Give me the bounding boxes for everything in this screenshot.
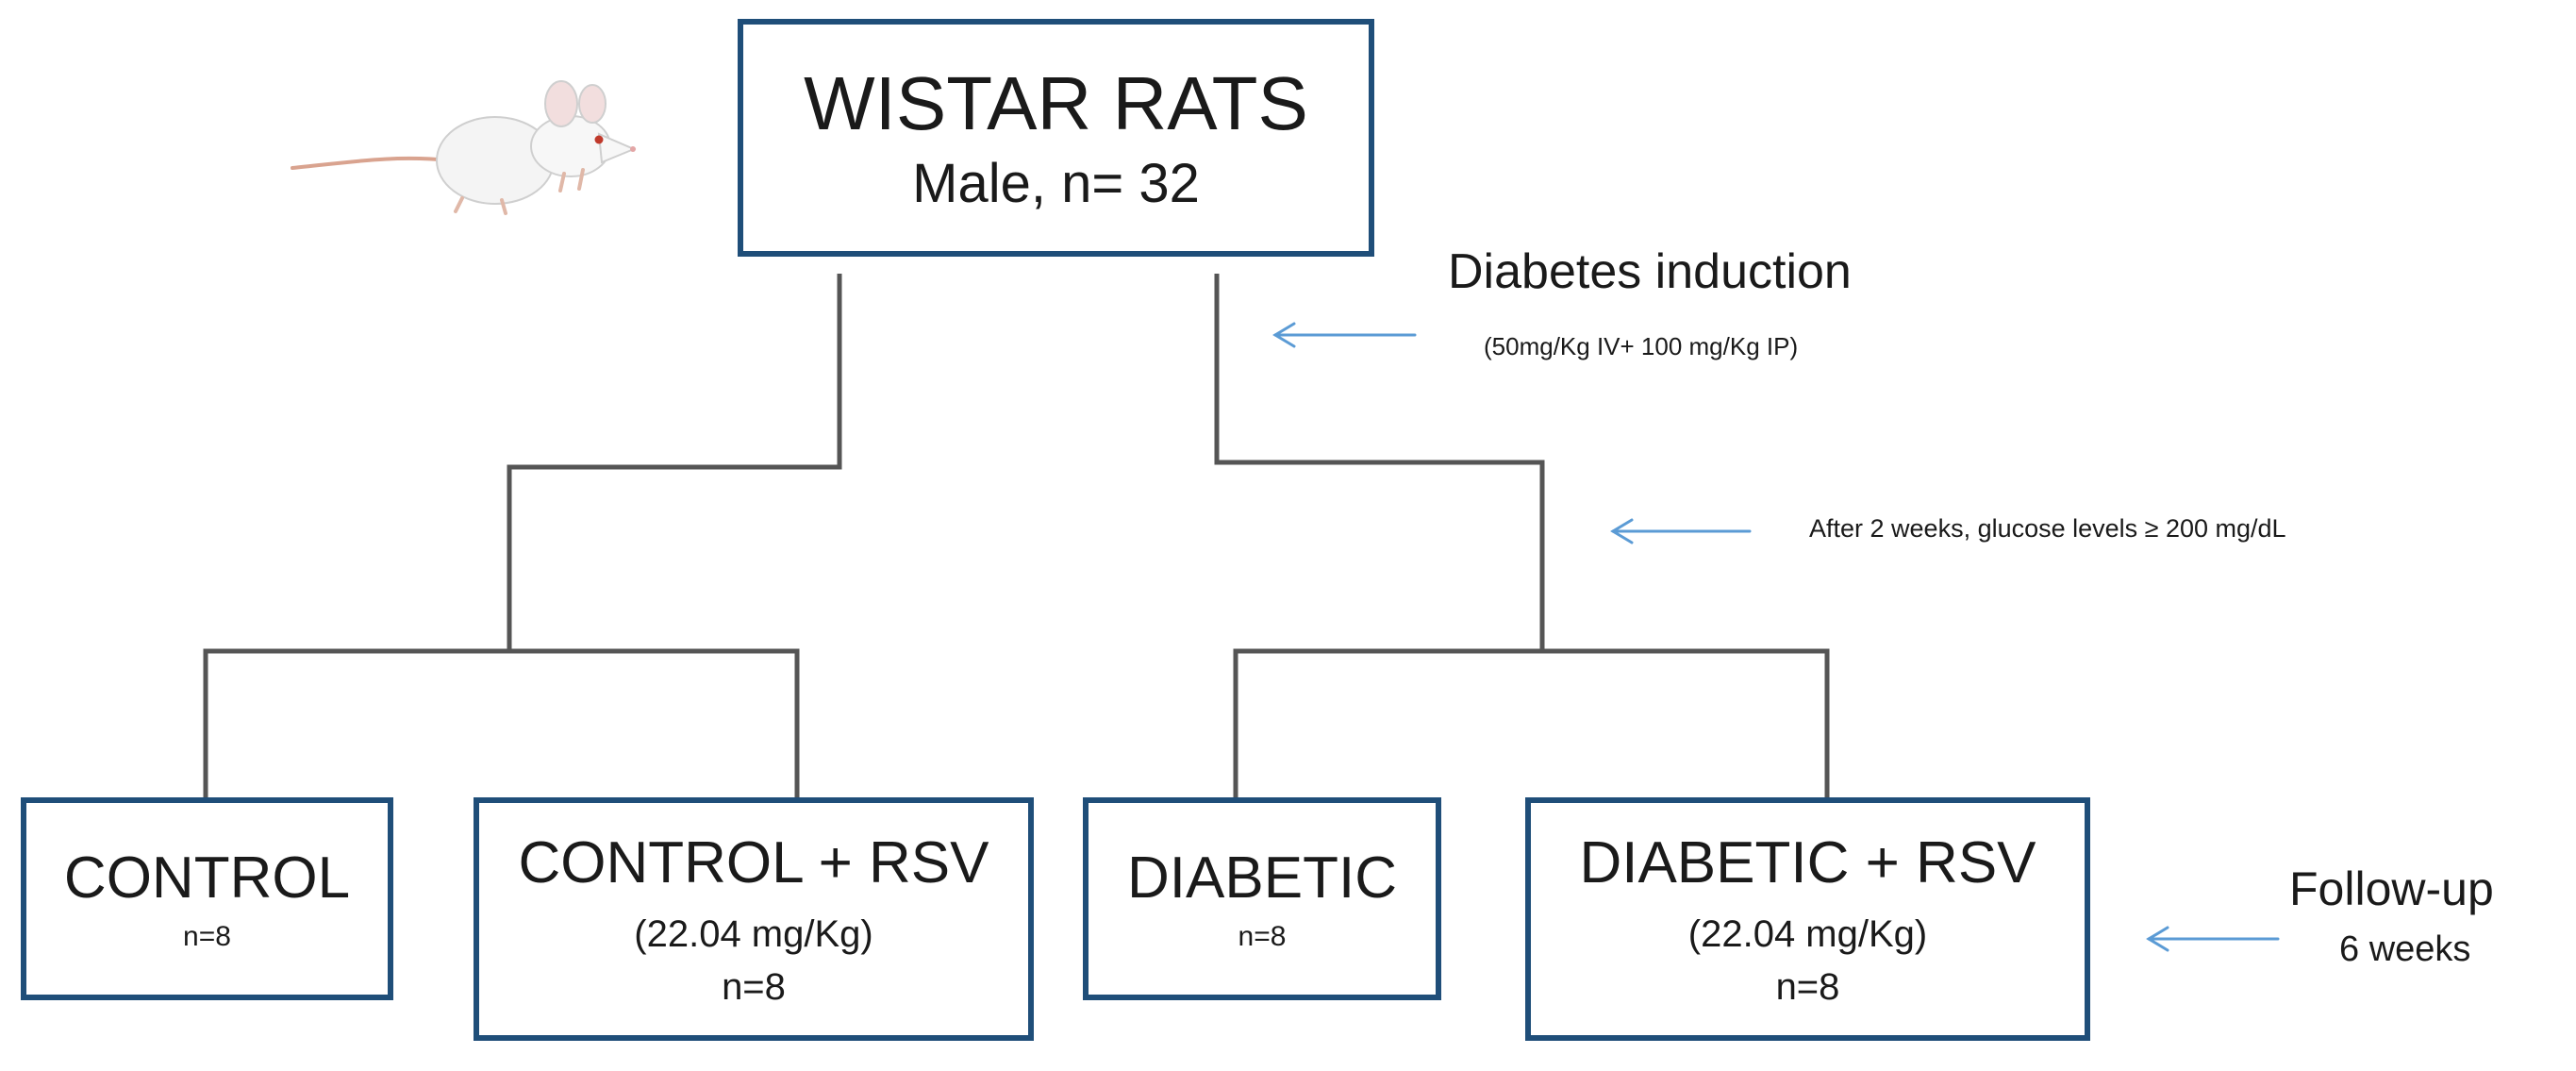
group-title: CONTROL + RSV bbox=[518, 830, 989, 896]
glucose-note: After 2 weeks, glucose levels ≥ 200 mg/d… bbox=[1809, 514, 2286, 543]
followup-detail: 6 weeks bbox=[2339, 929, 2471, 969]
group-n: n=8 bbox=[1238, 920, 1287, 952]
group-box-control-rsv: CONTROL + RSV (22.04 mg/Kg) n=8 bbox=[474, 797, 1034, 1041]
group-title: DIABETIC bbox=[1127, 845, 1397, 911]
group-title: DIABETIC + RSV bbox=[1579, 830, 2036, 896]
induction-title: Diabetes induction bbox=[1448, 244, 1852, 299]
group-dose: (22.04 mg/Kg) bbox=[634, 912, 873, 955]
arrow-glucose-head bbox=[1610, 518, 1634, 544]
group-n: n=8 bbox=[183, 920, 231, 952]
connector-split-control bbox=[203, 648, 800, 797]
rat-icon bbox=[291, 80, 637, 215]
root-box-wistar-rats: WISTAR RATS Male, n= 32 bbox=[738, 19, 1374, 257]
group-n: n=8 bbox=[1775, 965, 1840, 1008]
followup-title: Follow-up bbox=[2289, 862, 2494, 915]
induction-detail: (50mg/Kg IV+ 100 mg/Kg IP) bbox=[1484, 332, 1799, 360]
group-dose: (22.04 mg/Kg) bbox=[1687, 912, 1928, 955]
arrow-induction-head bbox=[1272, 322, 1296, 348]
annotation-arrows bbox=[1272, 322, 2280, 952]
group-box-diabetic: DIABETIC n=8 bbox=[1083, 797, 1441, 1000]
root-subtitle: Male, n= 32 bbox=[912, 152, 1200, 214]
group-title: CONTROL bbox=[63, 845, 351, 911]
connector-root-left bbox=[507, 274, 842, 651]
connector-split-diabetic bbox=[1233, 648, 1830, 797]
tree-connectors bbox=[203, 274, 1830, 797]
group-box-control: CONTROL n=8 bbox=[21, 797, 393, 1000]
root-title: WISTAR RATS bbox=[804, 60, 1308, 145]
group-box-diabetic-rsv: DIABETIC + RSV (22.04 mg/Kg) n=8 bbox=[1525, 797, 2090, 1041]
connector-root-right bbox=[1214, 274, 1545, 651]
arrow-followup-head bbox=[2146, 926, 2169, 952]
group-n: n=8 bbox=[722, 965, 786, 1008]
